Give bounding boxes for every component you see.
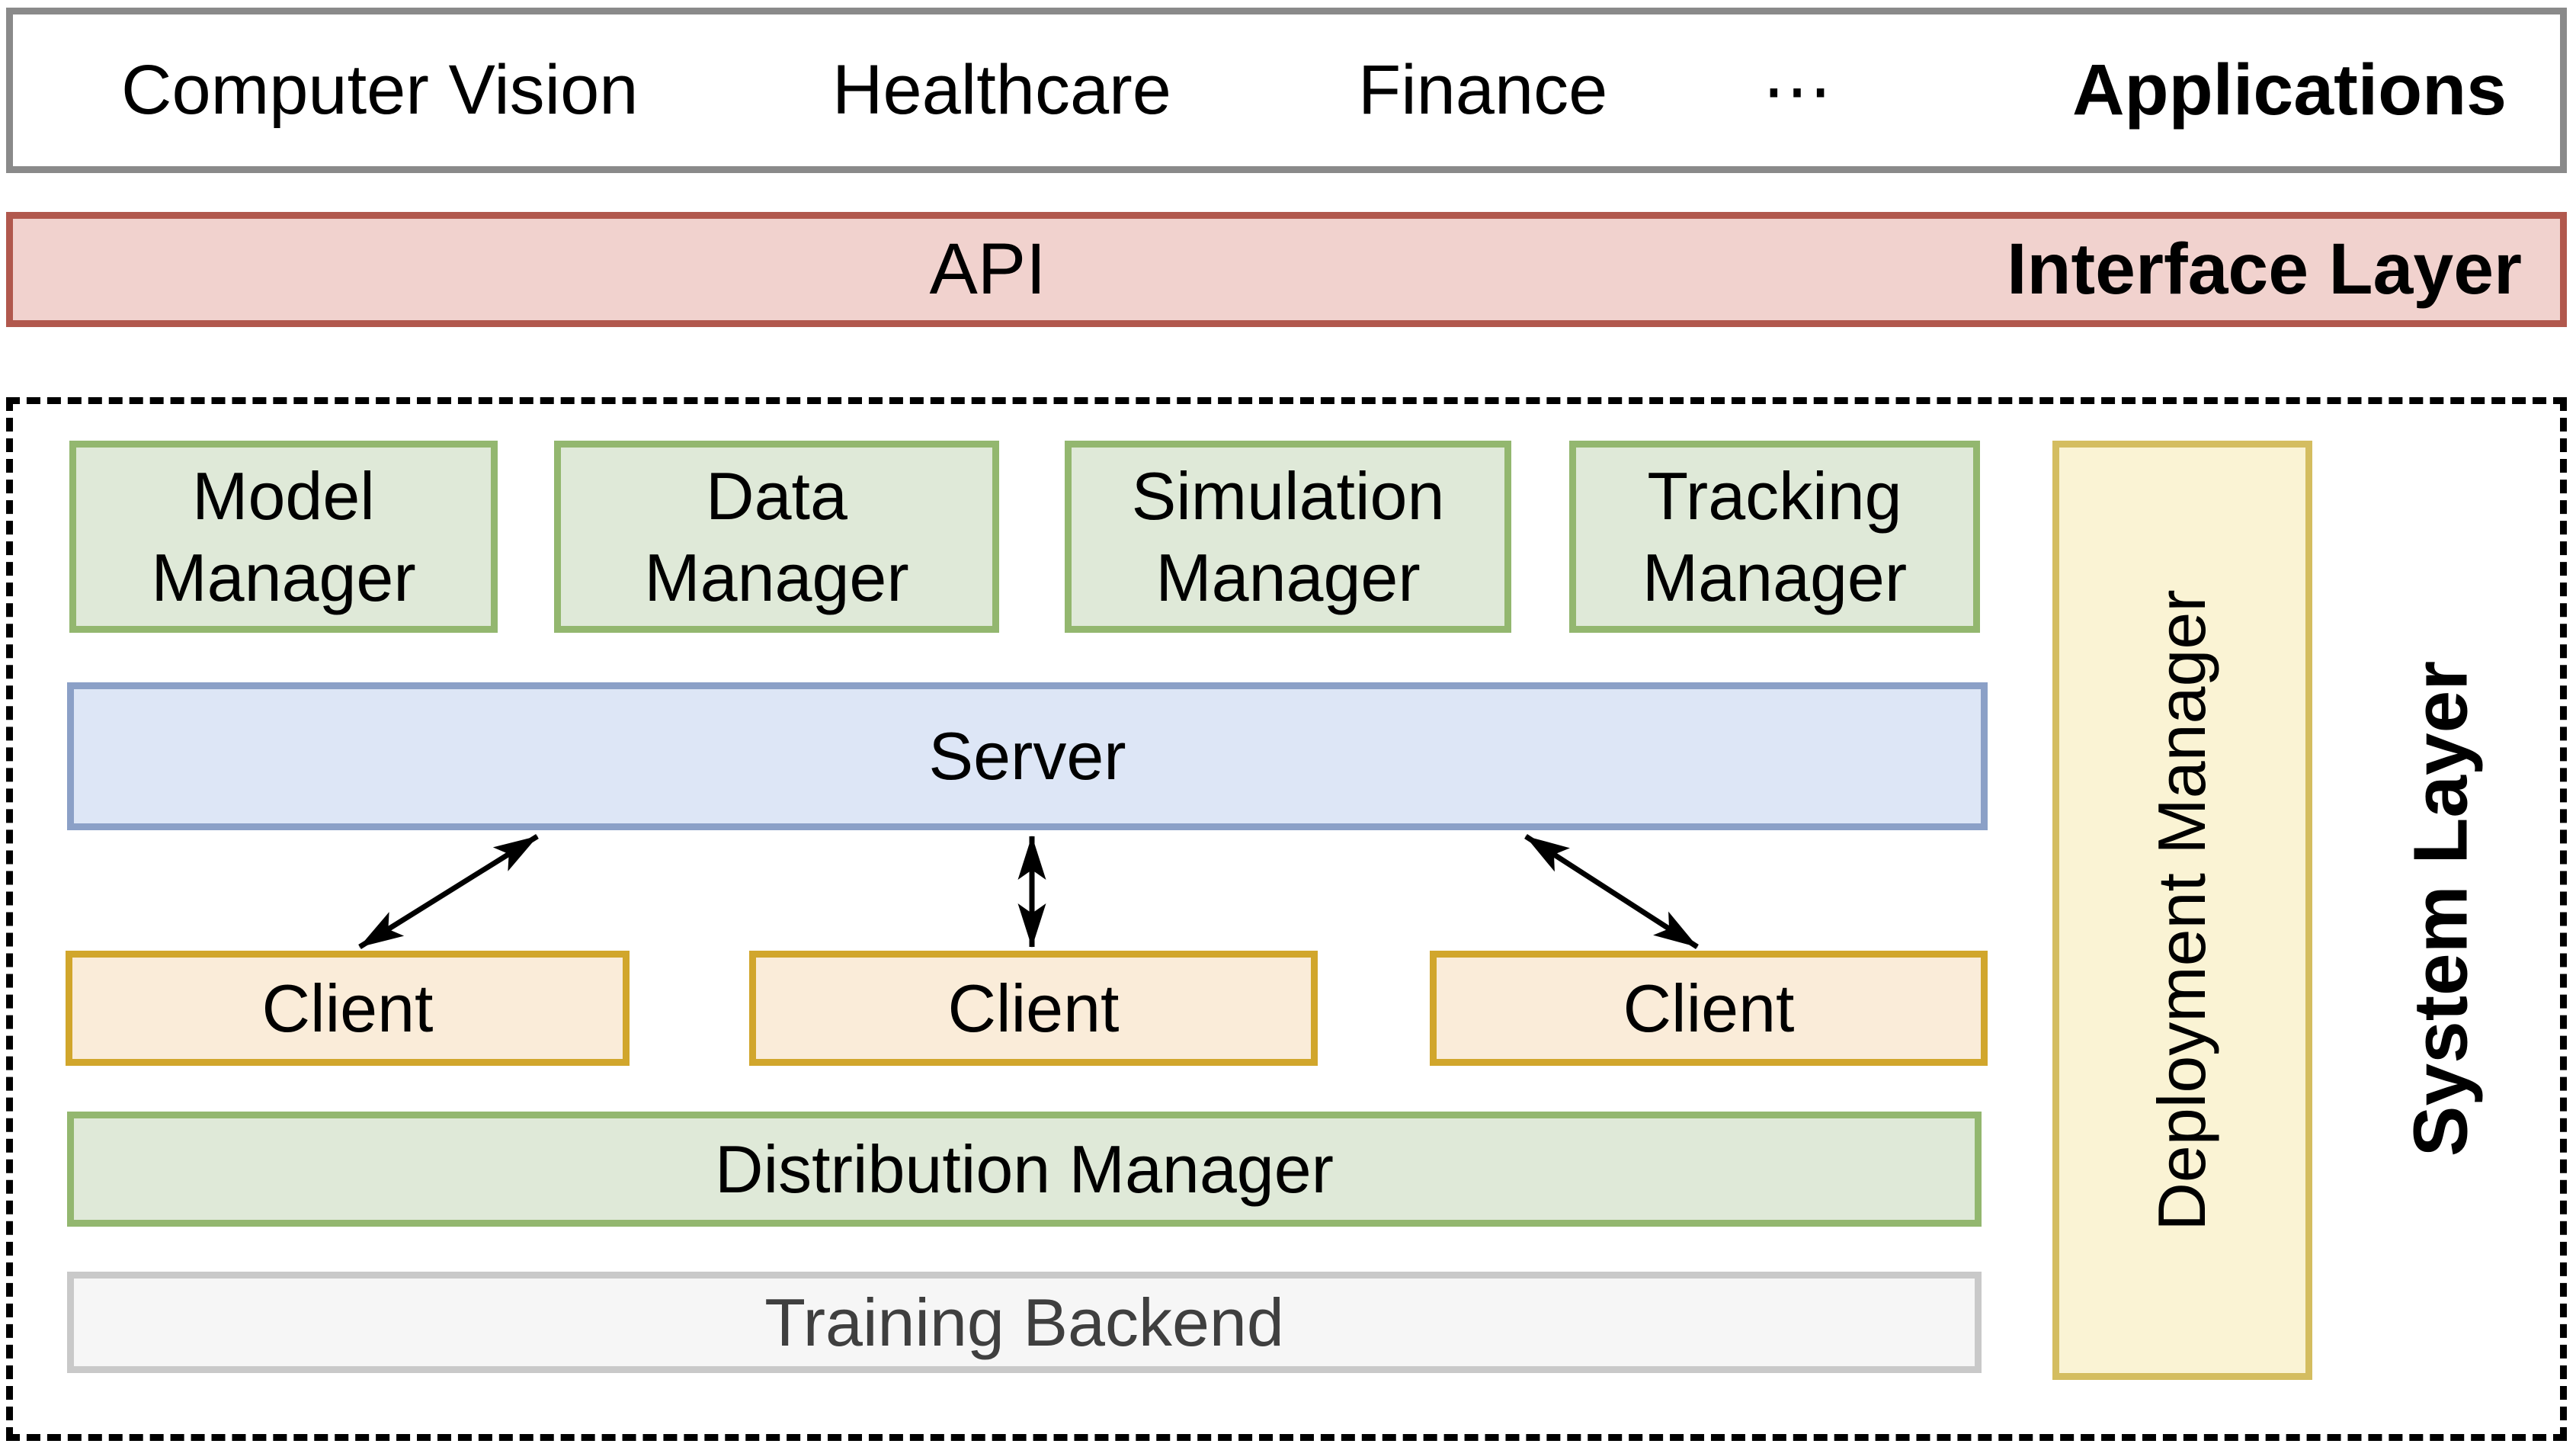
client-node-1: Client <box>66 951 630 1066</box>
applications-title: Applications <box>2071 50 2507 130</box>
tracking-manager-label-line2: Manager <box>1642 540 1908 615</box>
applications-bar: Computer Vision Healthcare Finance ⋯ App… <box>6 8 2567 173</box>
model-manager-node: Model Manager <box>69 441 498 633</box>
data-manager-label-line2: Manager <box>644 540 909 615</box>
deployment-manager-node <box>2052 441 2312 1380</box>
model-manager-label-line1: Model <box>192 457 375 534</box>
distribution-manager-node: Distribution Manager <box>67 1112 1982 1227</box>
system-layer-box <box>6 397 2567 1441</box>
deployment-manager-label: Deployment Manager <box>2144 589 2219 1231</box>
app-item-finance: Finance <box>1358 51 1608 129</box>
training-backend-node: Training Backend <box>67 1272 1982 1373</box>
data-manager-node: Data Manager <box>554 441 999 633</box>
ellipsis-icon: ⋯ <box>1762 52 1832 130</box>
simulation-manager-label-line2: Manager <box>1155 540 1421 615</box>
data-manager-label-line1: Data <box>706 457 847 534</box>
app-item-computer-vision: Computer Vision <box>121 51 639 129</box>
tracking-manager-label-line1: Tracking <box>1647 457 1902 534</box>
tracking-manager-node: Tracking Manager <box>1569 441 1980 633</box>
interface-layer-bar: API Interface Layer <box>6 212 2567 327</box>
model-manager-label-line2: Manager <box>151 540 416 615</box>
simulation-manager-node: Simulation Manager <box>1065 441 1511 633</box>
client-node-3: Client <box>1430 951 1988 1066</box>
interface-layer-title: Interface Layer <box>2007 229 2522 310</box>
client-node-2: Client <box>749 951 1318 1066</box>
system-layer-title: System Layer <box>2398 660 2484 1157</box>
api-node: API <box>929 229 1046 310</box>
simulation-manager-label-line1: Simulation <box>1131 457 1445 534</box>
app-item-healthcare: Healthcare <box>832 51 1171 129</box>
server-node: Server <box>67 682 1988 830</box>
